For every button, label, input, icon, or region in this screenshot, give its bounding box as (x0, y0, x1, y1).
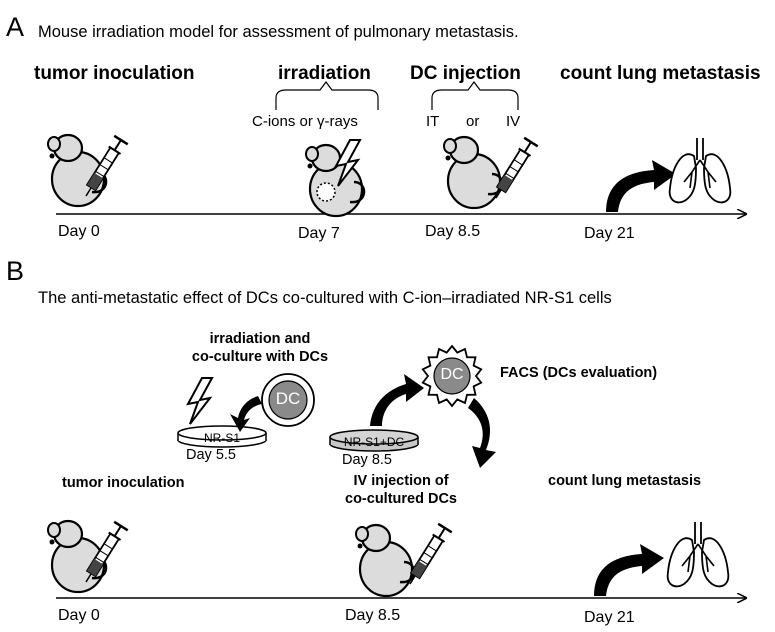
step-irradiation: irradiation (278, 63, 371, 84)
bracket-dc-injection (431, 81, 519, 110)
route-it: IT (426, 113, 440, 130)
step-tumor-inoculation: tumor inoculation (34, 63, 195, 84)
dc-cell-icon (421, 344, 483, 408)
curved-arrow-icon (230, 396, 262, 432)
day-label: Day 8.5 (342, 452, 392, 468)
bracket-irradiation (275, 81, 379, 110)
day-label: Day 0 (58, 223, 100, 240)
route-iv: IV (506, 113, 521, 130)
irradiation-coculture-label: irradiation and (209, 331, 311, 347)
dc-label-facs: DC (440, 366, 464, 383)
irradiation-coculture-label: co-culture with DCs (191, 349, 329, 365)
irradiation-types: C-ions or γ-rays (252, 113, 358, 130)
lung-icon (666, 521, 730, 588)
day-label: Day 0 (58, 607, 100, 624)
step-count-lung-metastasis: count lung metastasis (560, 63, 761, 84)
dish-label-nr-s1: NR-S1 (203, 431, 240, 445)
facs-label: FACS (DCs evaluation) (500, 365, 658, 381)
mouse-icon (442, 135, 504, 210)
day-label: Day 7 (298, 225, 340, 242)
curved-arrow-icon (370, 374, 424, 426)
day-label: Day 5.5 (186, 447, 236, 463)
curved-arrow-icon (468, 398, 496, 468)
dish-label-nr-s1-dc: NR-S1+DC (343, 435, 405, 449)
day-label: Day 21 (584, 609, 635, 626)
panel-a-title: Mouse irradiation model for assessment o… (38, 23, 519, 41)
step-tumor-inoculation: tumor inoculation (62, 475, 185, 491)
curved-arrow-icon (594, 544, 664, 596)
panel-a-letter: A (6, 12, 25, 42)
route-or: or (466, 113, 480, 130)
day-label: Day 21 (584, 225, 635, 242)
tumor-icon (316, 182, 336, 202)
lightning-icon (187, 377, 213, 425)
step-dc-injection: DC injection (410, 63, 521, 84)
panel-b-letter: B (6, 256, 25, 286)
dc-label: DC (275, 389, 301, 408)
lung-icon (668, 137, 732, 204)
panel-b-title: The anti-metastatic effect of DCs co-cul… (38, 289, 612, 307)
mouse-icon (304, 143, 366, 218)
iv-injection-label: co-cultured DCs (345, 491, 457, 507)
day-label: Day 8.5 (425, 223, 481, 240)
mouse-icon (354, 523, 416, 598)
iv-injection-label: IV injection of (353, 473, 449, 489)
step-count-lung-metastasis: count lung metastasis (548, 473, 702, 489)
culture-dish-icon (177, 425, 267, 448)
curved-arrow-icon (606, 160, 676, 212)
culture-dish-icon (329, 429, 419, 452)
day-label: Day 8.5 (345, 607, 401, 624)
